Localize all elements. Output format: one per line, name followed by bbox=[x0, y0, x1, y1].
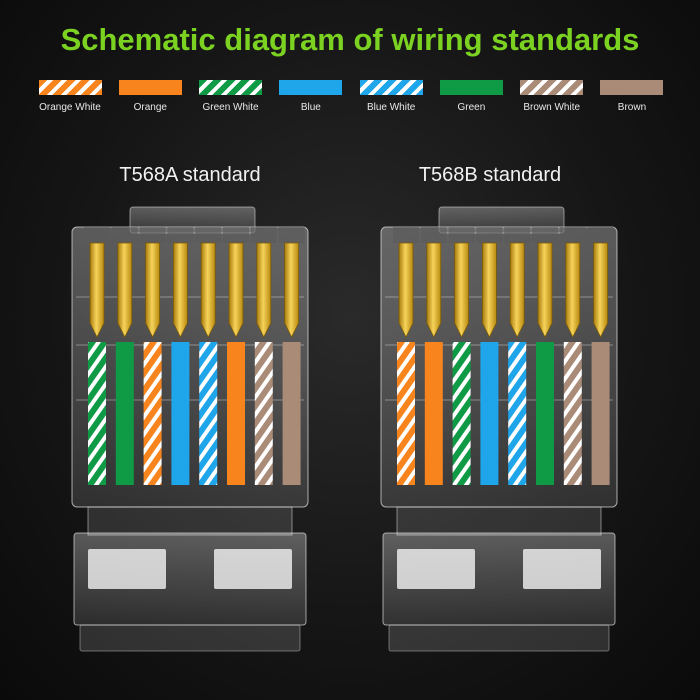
green-white-swatch bbox=[199, 80, 263, 95]
gold-contact-pin bbox=[256, 242, 272, 338]
contact-slot bbox=[504, 227, 531, 243]
wire-green-white bbox=[452, 342, 471, 485]
contact-slot bbox=[448, 227, 475, 243]
boot-window-left bbox=[397, 549, 475, 589]
wire-orange bbox=[424, 342, 443, 485]
legend-label: Brown bbox=[617, 102, 647, 113]
boot-window-right bbox=[523, 549, 601, 589]
t568a-title: T568A standard bbox=[119, 164, 261, 186]
wire-blue-white bbox=[508, 342, 527, 485]
boot-window-left bbox=[88, 549, 166, 589]
legend-label: Orange bbox=[133, 102, 167, 113]
green-swatch bbox=[439, 80, 503, 95]
legend-item-blue: Blue bbox=[274, 80, 348, 120]
gold-contact-pin bbox=[509, 242, 525, 338]
legend-item-orange-white: Orange White bbox=[33, 80, 107, 120]
legend-item-brown: Brown bbox=[595, 80, 669, 120]
brown-swatch bbox=[600, 80, 664, 95]
legend-item-green-white: Green White bbox=[194, 80, 268, 120]
t568a-connector bbox=[71, 206, 309, 652]
legend-label: Blue White bbox=[366, 102, 416, 113]
blue-swatch bbox=[279, 80, 343, 95]
wire-green bbox=[115, 342, 134, 485]
contact-slot bbox=[139, 227, 166, 243]
wire-orange bbox=[227, 342, 245, 485]
wire-green-white bbox=[88, 342, 106, 485]
diagram-title: Schematic diagram of wiring standards bbox=[60, 22, 640, 57]
contact-slot bbox=[167, 227, 194, 243]
gold-contact-pin bbox=[200, 242, 216, 338]
contact-slot bbox=[559, 227, 586, 243]
connector-collar bbox=[87, 506, 293, 536]
gold-contact-pin bbox=[454, 242, 469, 338]
gold-contact-pin bbox=[426, 242, 442, 338]
contact-slot bbox=[84, 227, 110, 243]
legend-label: Brown White bbox=[523, 102, 581, 113]
legend-item-green: Green bbox=[434, 80, 508, 120]
gold-contact-pin bbox=[284, 242, 299, 338]
legend-label: Orange White bbox=[39, 102, 101, 113]
connector-bottom-edge bbox=[388, 624, 610, 652]
contact-slot bbox=[250, 227, 277, 243]
t568b-connector bbox=[380, 206, 618, 652]
wire-orange-white bbox=[397, 342, 415, 485]
legend-label: Green White bbox=[202, 102, 259, 113]
brown-white-swatch bbox=[520, 80, 584, 95]
t568b-title: T568B standard bbox=[418, 164, 562, 186]
blue-white-swatch bbox=[359, 80, 423, 95]
gold-contact-pin bbox=[565, 242, 581, 338]
wire-blue-white bbox=[199, 342, 218, 485]
wire-brown bbox=[591, 342, 610, 485]
wire-brown bbox=[282, 342, 301, 485]
contact-slot bbox=[223, 227, 249, 243]
color-legend: Orange White Orange Green White Blue Blu… bbox=[33, 80, 669, 120]
wire-orange-white bbox=[143, 342, 162, 485]
legend-label: Green bbox=[457, 102, 486, 113]
legend-item-blue-white: Blue White bbox=[354, 80, 428, 120]
gold-contact-pin bbox=[228, 242, 244, 338]
wire-brown-white bbox=[254, 342, 273, 485]
contact-slot bbox=[111, 227, 138, 243]
boot-window-right bbox=[214, 549, 292, 589]
gold-contact-pin bbox=[173, 242, 188, 338]
gold-contact-pin bbox=[398, 242, 414, 338]
contact-slot bbox=[532, 227, 558, 243]
gold-contact-pin bbox=[482, 242, 497, 338]
legend-label: Blue bbox=[300, 102, 321, 113]
orange-white-swatch bbox=[38, 80, 102, 95]
gold-contact-pin bbox=[145, 242, 160, 338]
contact-slot bbox=[587, 227, 614, 243]
contact-slot bbox=[420, 227, 447, 243]
contact-slot bbox=[393, 227, 419, 243]
connector-bottom-edge bbox=[79, 624, 301, 652]
gold-contact-pin bbox=[117, 242, 133, 338]
gold-contact-pin bbox=[89, 242, 105, 338]
gold-contact-pin bbox=[593, 242, 608, 338]
contact-slot bbox=[476, 227, 503, 243]
connector-collar bbox=[396, 506, 602, 536]
orange-swatch bbox=[118, 80, 182, 95]
legend-item-orange: Orange bbox=[113, 80, 187, 120]
wire-green bbox=[536, 342, 554, 485]
gold-contact-pin bbox=[537, 242, 553, 338]
wire-blue bbox=[171, 342, 190, 485]
wire-blue bbox=[480, 342, 499, 485]
contact-slot bbox=[195, 227, 222, 243]
wire-brown-white bbox=[563, 342, 582, 485]
contact-slot bbox=[278, 227, 305, 243]
legend-item-brown-white: Brown White bbox=[515, 80, 589, 120]
